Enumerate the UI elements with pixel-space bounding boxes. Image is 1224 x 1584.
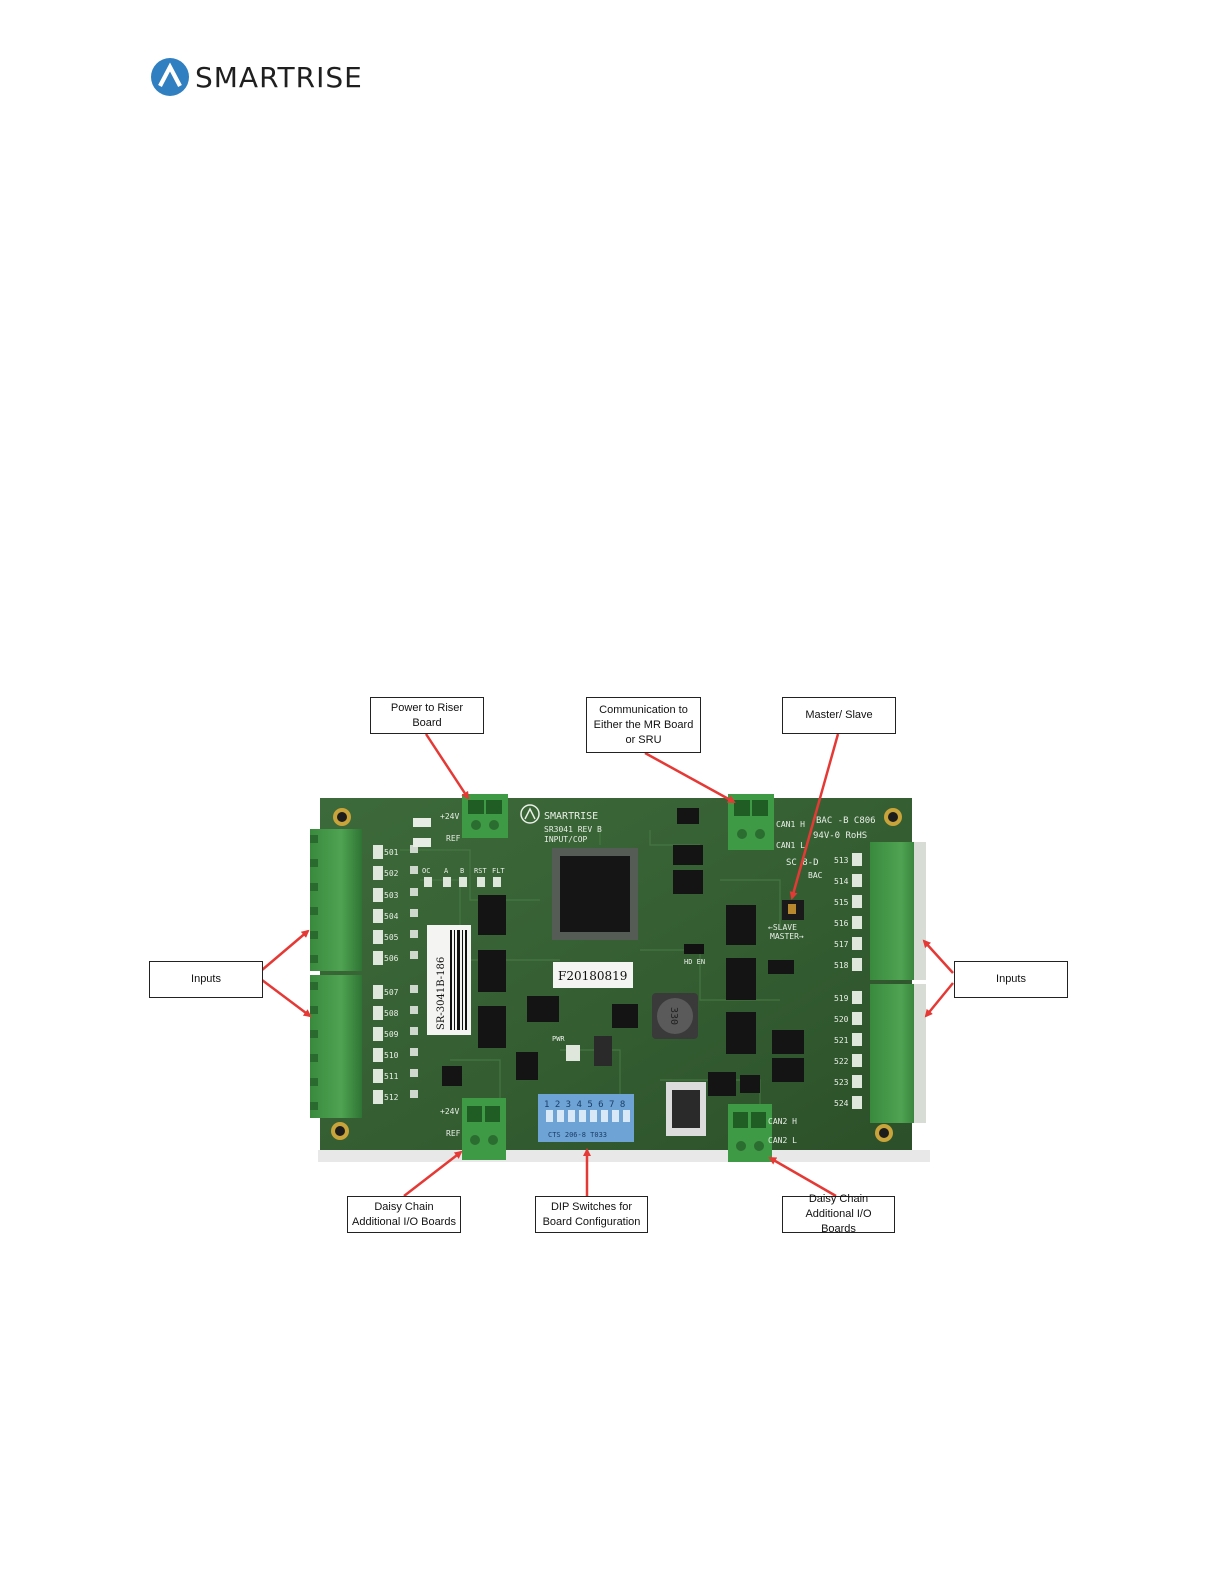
status-led-label-rst: RST [474, 867, 487, 875]
callout-power-to-riser-board: Power to Riser Board [370, 697, 484, 734]
input-label-510: 510 [384, 1051, 399, 1060]
input-label-514: 514 [834, 877, 849, 886]
input-label-524: 524 [834, 1099, 849, 1108]
silk-function: INPUT/COP [544, 835, 588, 844]
status-leds: OC A B RST FLT [422, 867, 505, 887]
inductor: 330 [652, 993, 698, 1039]
input-label-508: 508 [384, 1009, 399, 1018]
silk-rohs: 94V-0 RoHS [813, 831, 867, 841]
callout-communication: Communication to Either the MR Board or … [586, 697, 701, 753]
left-input-terminals [310, 829, 362, 1118]
input-label-502: 502 [384, 869, 399, 878]
daisy-chain-connector-right [728, 1104, 772, 1162]
callout-master-slave: Master/ Slave [782, 697, 896, 734]
can1-connector [728, 794, 774, 850]
silk-24v-top: +24V [440, 812, 459, 821]
input-label-521: 521 [834, 1036, 849, 1045]
serial-sticker: SR-3041B-186 [427, 925, 471, 1035]
input-label-515: 515 [834, 898, 849, 907]
input-label-503: 503 [384, 891, 399, 900]
dip-switch-block: 1 2 3 4 5 6 7 8 CTS 206-8 T033 [538, 1094, 634, 1142]
status-led-label-a: A [444, 867, 449, 875]
serial-sticker-text: SR-3041B-186 [436, 957, 447, 1030]
silk-24v-bottom: +24V [440, 1107, 459, 1116]
input-label-506: 506 [384, 954, 399, 963]
dip-maker: CTS 206-8 T033 [548, 1131, 607, 1139]
date-sticker: F20180819 [553, 962, 633, 988]
smartrise-silk-logo-icon [520, 804, 540, 824]
input-label-511: 511 [384, 1072, 399, 1081]
silk-bac-top: BAC -B C806 [816, 816, 876, 826]
silk-hd-en: HD EN [684, 958, 705, 966]
input-label-505: 505 [384, 933, 399, 942]
date-sticker-text: F20180819 [558, 969, 627, 983]
master-slave-jumper [782, 900, 804, 920]
input-label-501: 501 [384, 848, 399, 857]
input-label-509: 509 [384, 1030, 399, 1039]
callout-inputs-right: Inputs [954, 961, 1068, 998]
daisy-chain-connector-left [462, 1098, 506, 1160]
microcontroller-chip [552, 848, 638, 940]
input-label-519: 519 [834, 994, 849, 1003]
right-led-column [852, 853, 862, 1109]
callout-daisy-chain-left: Daisy Chain Additional I/O Boards [347, 1196, 461, 1233]
silk-ref-bottom: REF [446, 1129, 461, 1138]
inductor-label: 330 [668, 1007, 679, 1025]
silk-can2-h: CAN2 H [768, 1117, 797, 1126]
silk-bac: BAC [808, 871, 823, 880]
power-connector-top [462, 794, 508, 838]
silk-part: SR3041 REV B [544, 825, 602, 834]
input-label-513: 513 [834, 856, 849, 865]
input-label-516: 516 [834, 919, 849, 928]
input-label-518: 518 [834, 961, 849, 970]
silk-master: MASTER→ [770, 932, 804, 941]
smartrise-logo: SMARTRISE [151, 58, 363, 98]
status-led-label-b: B [460, 867, 464, 875]
input-label-523: 523 [834, 1078, 849, 1087]
input-label-520: 520 [834, 1015, 849, 1024]
input-label-512: 512 [384, 1093, 399, 1102]
status-led-label-flt: FLT [492, 867, 505, 875]
input-label-522: 522 [834, 1057, 849, 1066]
smd-chips [442, 808, 804, 1096]
callout-inputs-left: Inputs [149, 961, 263, 998]
silk-slave: ←SLAVE [768, 923, 797, 932]
silk-brand: SMARTRISE [544, 811, 598, 822]
smartrise-a-logo-icon [151, 58, 189, 96]
dip-numbers: 1 2 3 4 5 6 7 8 [544, 1100, 625, 1110]
silk-can2-l: CAN2 L [768, 1136, 797, 1145]
silk-can1-l: CAN1 L [776, 841, 805, 850]
silk-can1-h: CAN1 H [776, 820, 805, 829]
status-led-label-oc: OC [422, 867, 430, 875]
input-label-504: 504 [384, 912, 399, 921]
silk-ref-top: REF [446, 834, 461, 843]
brand-name: SMARTRISE [195, 61, 363, 94]
callout-dip-switches: DIP Switches for Board Configuration [535, 1196, 648, 1233]
input-label-517: 517 [834, 940, 849, 949]
silk-pwr: PWR [552, 1035, 565, 1043]
callout-arrows [261, 733, 954, 1198]
input-label-507: 507 [384, 988, 399, 997]
callout-daisy-chain-right: Daisy Chain Additional I/O Boards [782, 1193, 895, 1235]
left-led-column [373, 845, 418, 1104]
